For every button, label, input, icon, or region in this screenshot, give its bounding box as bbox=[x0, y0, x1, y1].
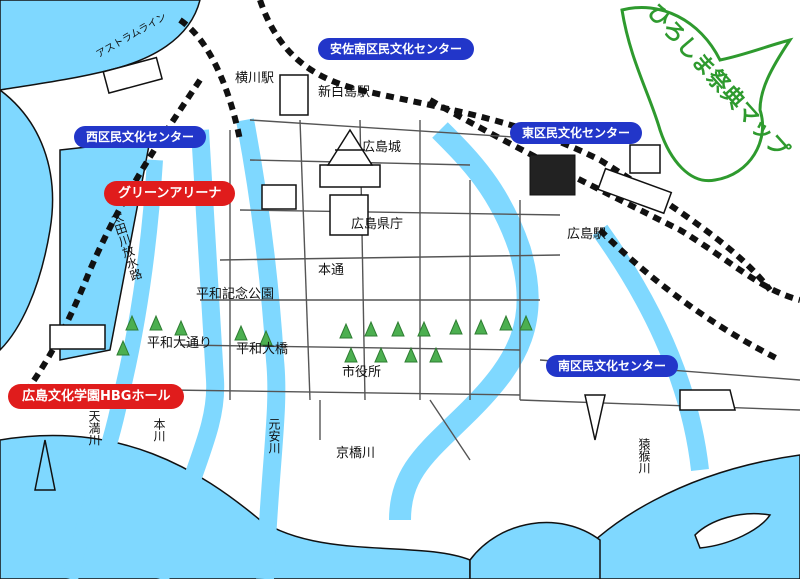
venue-hbg-hall[interactable]: 広島文化学園HBGホール bbox=[8, 384, 185, 409]
venue-green-arena[interactable]: グリーンアリーナ bbox=[104, 181, 236, 206]
venue-higashi[interactable]: 東区民文化センター bbox=[510, 122, 643, 144]
train-east bbox=[597, 167, 673, 215]
label-hiroshima-castle: 広島城 bbox=[362, 140, 402, 155]
sea-bay bbox=[469, 521, 601, 579]
venue-minami[interactable]: 南区民文化センター bbox=[546, 355, 679, 377]
label-enko-river: 猿猴川 bbox=[637, 438, 651, 474]
green-arena-drawing bbox=[261, 184, 297, 210]
building-c bbox=[629, 144, 661, 174]
venue-asaminami[interactable]: 安佐南区民文化センター bbox=[318, 38, 475, 60]
train-west bbox=[49, 324, 106, 350]
railway-north bbox=[257, 0, 773, 292]
label-city-hall: 市役所 bbox=[342, 365, 382, 380]
label-heiwa-odori: 平和大通り bbox=[147, 336, 213, 351]
river-north bbox=[0, 0, 201, 91]
kyobashi-river bbox=[389, 122, 539, 521]
pylon bbox=[34, 439, 56, 491]
title-bird bbox=[620, 5, 794, 183]
trees bbox=[116, 314, 533, 363]
ferry bbox=[694, 512, 772, 549]
label-hon-river: 本川 bbox=[152, 418, 166, 442]
building-a bbox=[279, 74, 309, 116]
label-prefectural-office: 広島県庁 bbox=[351, 217, 404, 232]
railway-astram bbox=[178, 17, 243, 141]
label-peace-park: 平和記念公園 bbox=[196, 287, 275, 302]
label-yokogawa-station: 横川駅 bbox=[235, 71, 275, 86]
railway-east bbox=[428, 97, 800, 303]
station-building bbox=[529, 154, 576, 196]
railway-south bbox=[597, 227, 782, 363]
ota-floodway bbox=[0, 89, 54, 352]
enko-river bbox=[592, 224, 709, 471]
bus bbox=[679, 389, 736, 411]
train-north bbox=[102, 56, 164, 94]
tower-south bbox=[584, 394, 606, 441]
label-tenma-river: 天満川 bbox=[87, 410, 101, 446]
label-heiwa-ohashi: 平和大橋 bbox=[236, 342, 289, 357]
motoyasu-river bbox=[236, 118, 286, 579]
venue-nishi[interactable]: 西区民文化センター bbox=[74, 126, 207, 148]
castle-drawing bbox=[319, 128, 381, 188]
label-shin-hakushima-station: 新白島駅 bbox=[318, 85, 371, 100]
label-hiroshima-station: 広島駅 bbox=[567, 227, 607, 242]
building-b bbox=[329, 194, 369, 236]
hon-river bbox=[151, 129, 225, 579]
label-hondori: 本通 bbox=[318, 263, 345, 278]
label-motoyasu-river: 元安川 bbox=[267, 418, 281, 454]
label-kyobashi-river: 京橋川 bbox=[336, 446, 376, 461]
